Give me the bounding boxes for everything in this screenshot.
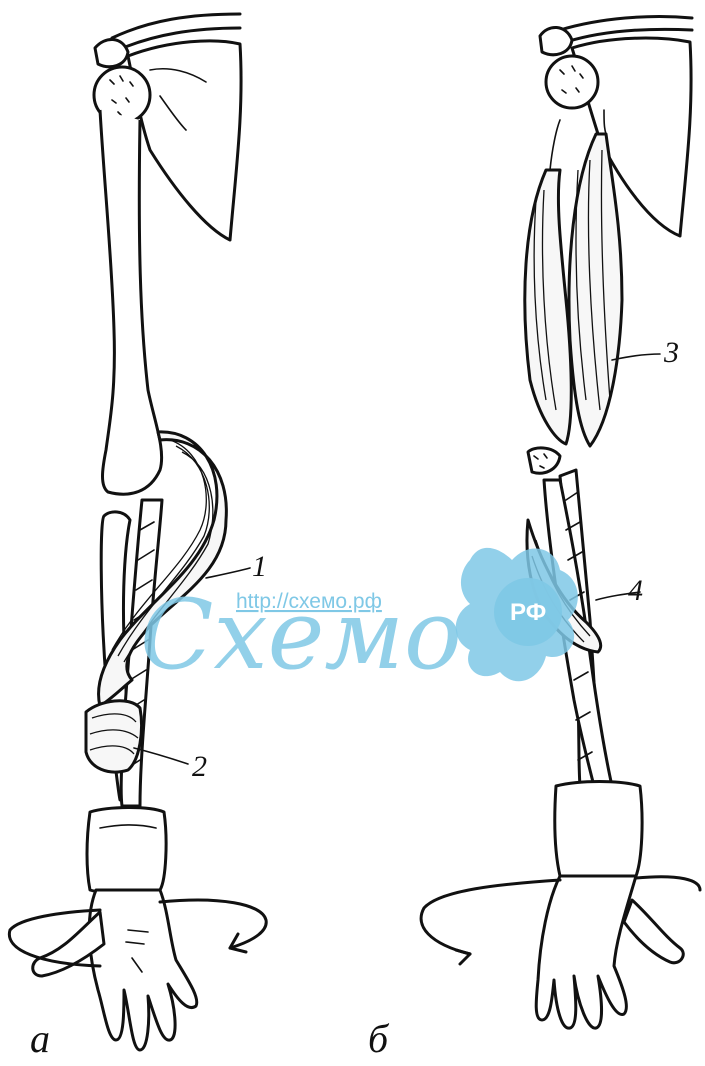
label-3: 3 xyxy=(663,336,679,369)
watermark-url[interactable]: http://схемо.рф xyxy=(236,590,382,613)
right-humeral-head xyxy=(546,56,598,108)
left-humerus xyxy=(100,110,162,494)
right-arm-drawing xyxy=(421,17,700,1029)
label-4: 4 xyxy=(628,574,643,607)
left-pronator-wrap xyxy=(86,701,142,772)
label-1: 1 xyxy=(252,550,267,583)
right-cuff xyxy=(555,782,642,881)
right-thumb xyxy=(624,900,683,963)
left-hand xyxy=(89,890,197,1050)
right-hand xyxy=(536,876,636,1028)
left-scapula xyxy=(128,41,241,240)
left-leader-1 xyxy=(206,568,250,578)
label-2: 2 xyxy=(192,750,207,783)
watermark-badge: РФ xyxy=(510,599,546,626)
right-biceps-long xyxy=(525,170,571,444)
left-cuff xyxy=(87,808,166,895)
left-arm-drawing xyxy=(9,14,266,1050)
panel-label-b: б xyxy=(368,1016,390,1061)
panel-label-a: а xyxy=(30,1016,50,1061)
